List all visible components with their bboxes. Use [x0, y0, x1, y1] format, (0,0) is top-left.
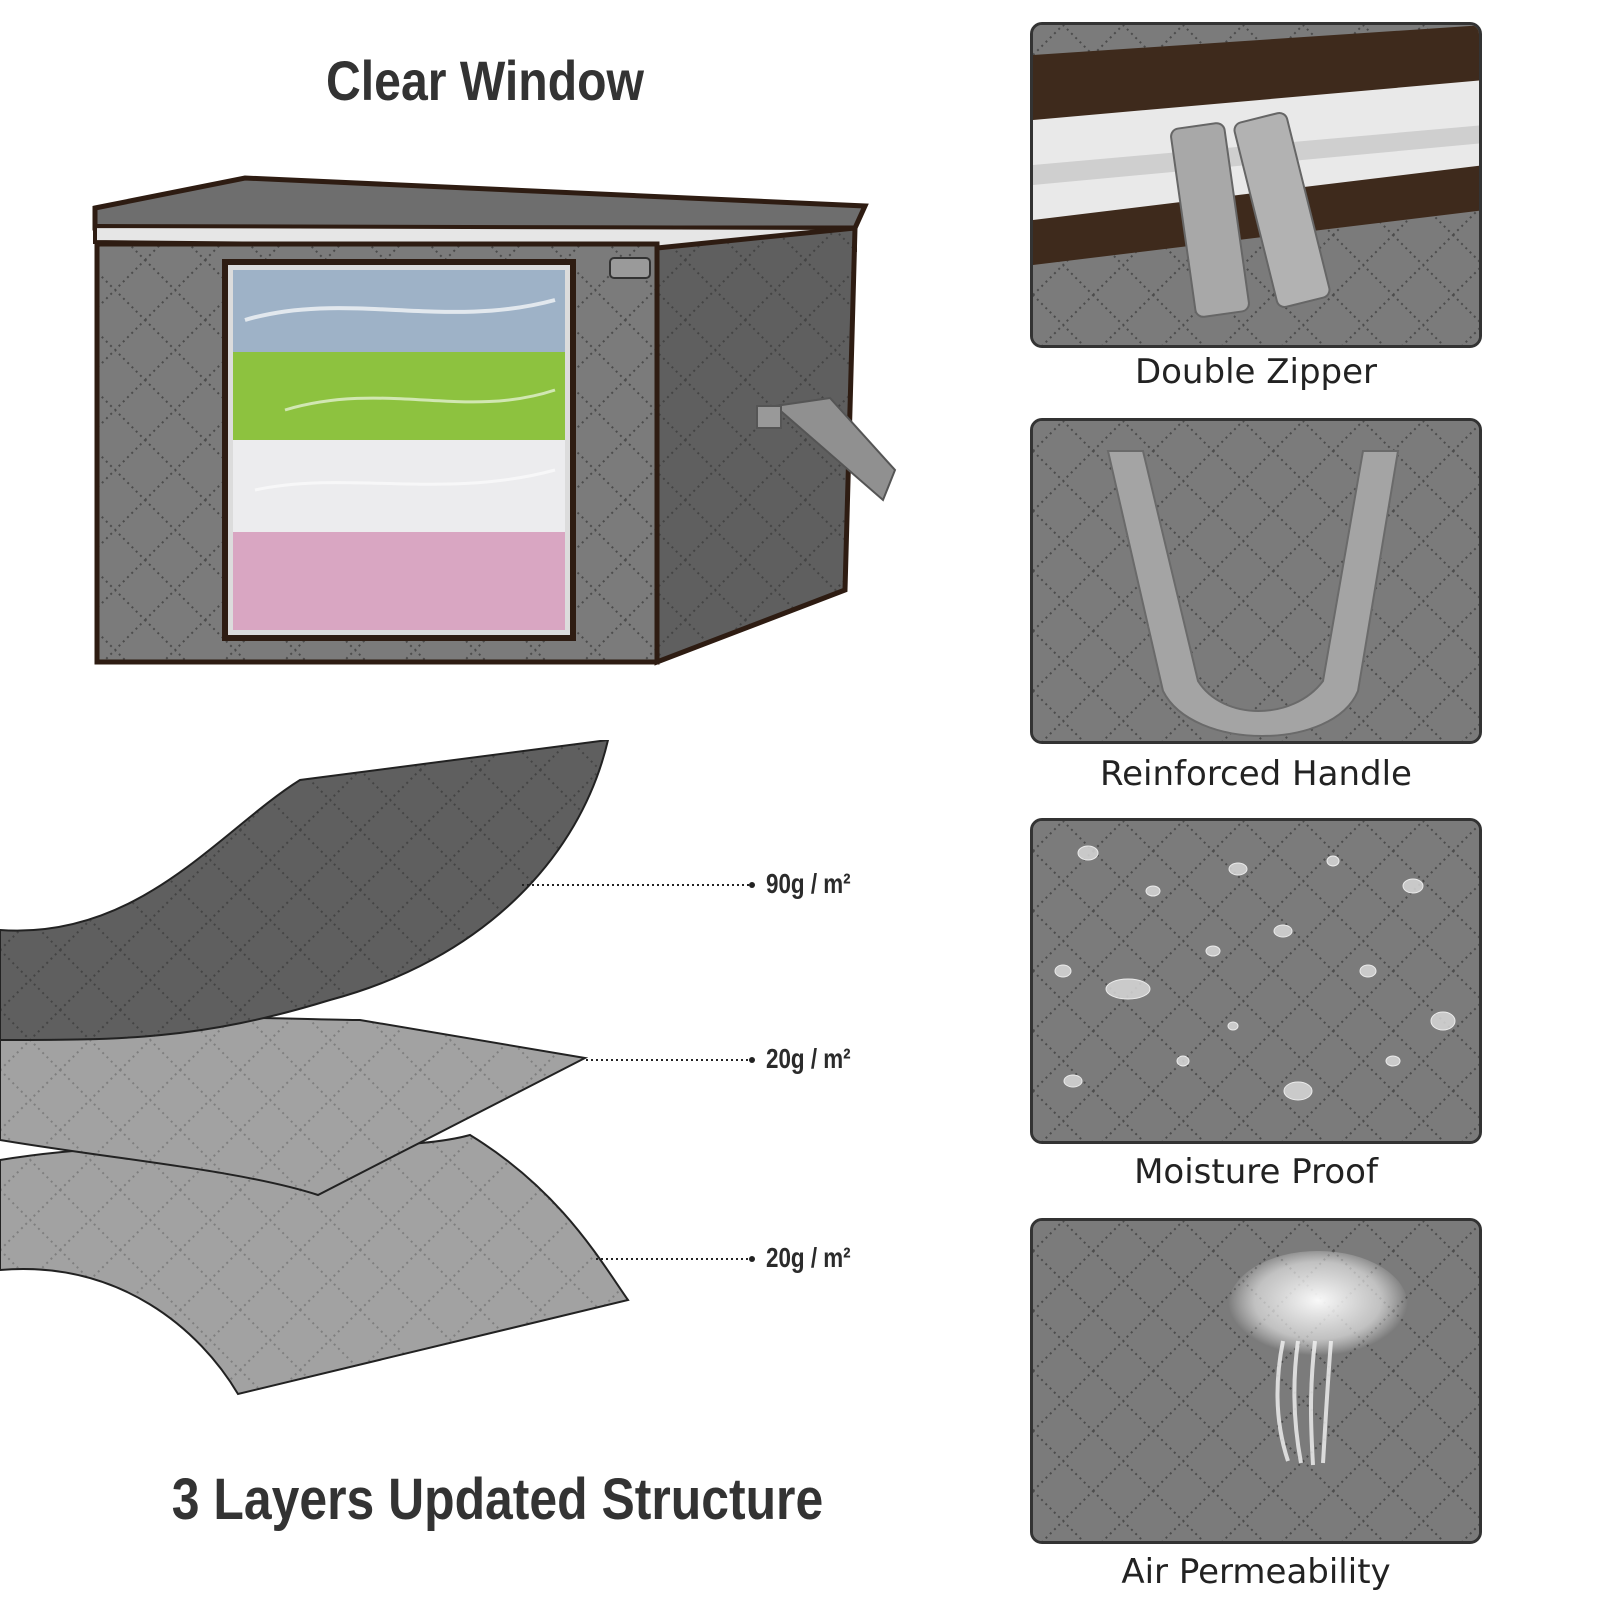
water-drops-icon: [1033, 821, 1479, 1141]
layer-weight-bottom: 20g / m²: [766, 1242, 851, 1273]
feature-label-airflow: Air Permeability: [1121, 1552, 1391, 1592]
storage-bag-image: [92, 175, 897, 666]
layer-weight-top: 90g / m²: [766, 868, 851, 899]
layer-weight-middle: 20g / m²: [766, 1043, 851, 1074]
layers-heading: 3 Layers Updated Structure: [171, 1467, 824, 1532]
fabric-layers-image: [0, 740, 755, 1396]
feature-panel-airflow: [1030, 1218, 1482, 1544]
feature-label-zipper: Double Zipper: [1134, 352, 1378, 392]
feature-panel-zipper: [1030, 22, 1482, 348]
zipper-icon: [1033, 25, 1479, 345]
feature-label-moisture: Moisture Proof: [1134, 1152, 1378, 1192]
feature-label-handle: Reinforced Handle: [1100, 754, 1412, 794]
airflow-icon: [1033, 1221, 1479, 1541]
handle-icon: [1033, 421, 1479, 741]
feature-panel-handle: [1030, 418, 1482, 744]
clear-window-heading: Clear Window: [326, 49, 644, 112]
feature-panel-moisture: [1030, 818, 1482, 1144]
